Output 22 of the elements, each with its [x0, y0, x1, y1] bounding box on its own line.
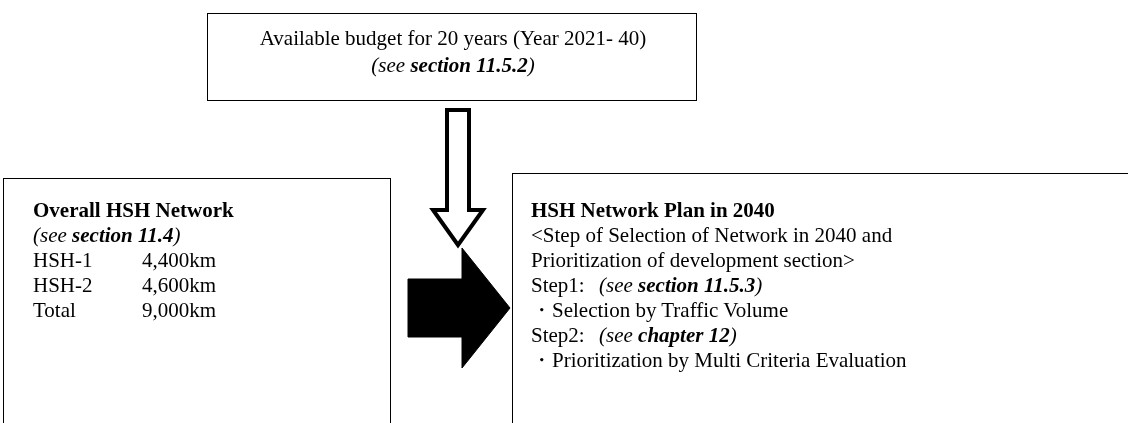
network-name: HSH-2 — [33, 273, 93, 298]
total-label: Total — [33, 298, 76, 323]
box-heading: Available budget for 20 years (Year 2021- 40) — [258, 26, 648, 51]
block-arrow — [429, 108, 487, 249]
step-item: ・Prioritization by Multi Criteria Evaluation — [531, 348, 907, 373]
box-heading: Overall HSH Network — [33, 198, 234, 223]
reference-note: (see section 11.5.2) — [370, 53, 536, 78]
length-value: 4,600km — [142, 273, 217, 298]
network-box — [3, 178, 391, 423]
block-arrow — [407, 247, 511, 369]
network-name: HSH-1 — [33, 248, 93, 273]
length-value: 9,000km — [142, 298, 217, 323]
box-heading: HSH Network Plan in 2040 — [531, 198, 775, 223]
budget-box — [207, 13, 697, 101]
step-heading: Step1: — [531, 273, 585, 298]
step-heading: Step2: — [531, 323, 585, 348]
reference-note: (see section 11.4) — [33, 223, 181, 248]
length-value: 4,400km — [142, 248, 217, 273]
reference-note: (see chapter 12) — [599, 323, 737, 348]
plan-box — [512, 173, 1128, 423]
reference-note: (see section 11.5.3) — [599, 273, 763, 298]
step-item: ・Selection by Traffic Volume — [531, 298, 789, 323]
